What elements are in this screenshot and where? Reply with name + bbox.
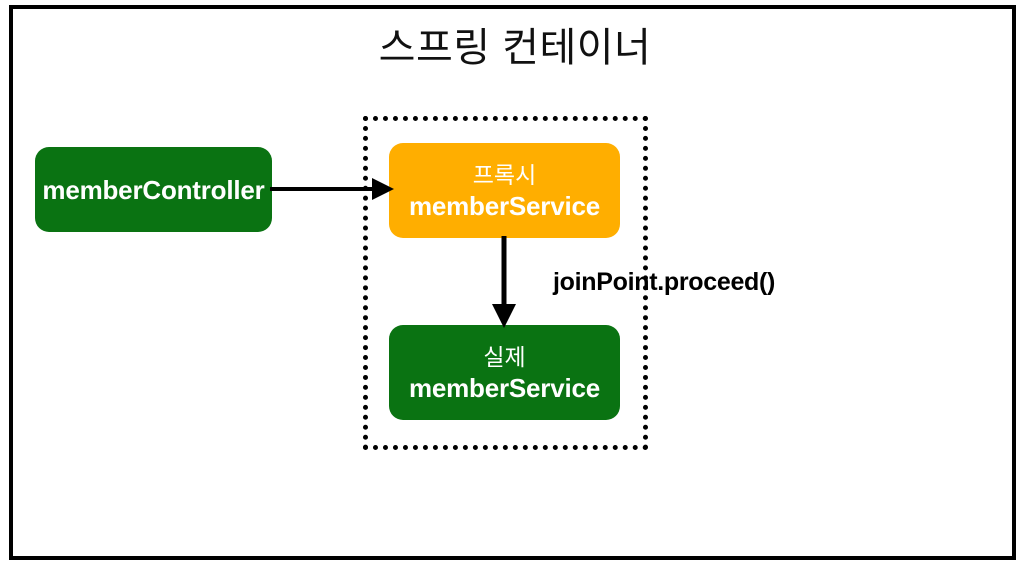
node-proxy-member-service-label: memberService — [408, 190, 601, 221]
node-real-member-service-title: 실제 — [483, 343, 526, 370]
page-title: 스프링 컨테이너 — [378, 26, 652, 70]
node-member-controller[interactable]: memberController — [35, 147, 272, 232]
node-proxy-member-service[interactable]: 프록시 memberService — [389, 143, 620, 238]
outer-frame — [9, 5, 1016, 560]
spring-container-boundary — [363, 116, 648, 450]
node-real-member-service[interactable]: 실제 memberService — [389, 325, 620, 420]
node-real-member-service-label: memberService — [408, 372, 601, 403]
arrow-proxy-to-real-icon — [492, 236, 516, 328]
node-proxy-member-service-title: 프록시 — [472, 161, 537, 188]
label-joinpoint-proceed: joinPoint.proceed() — [553, 268, 776, 296]
node-member-controller-label: memberController — [42, 174, 265, 205]
arrow-controller-to-proxy-icon — [270, 178, 394, 200]
